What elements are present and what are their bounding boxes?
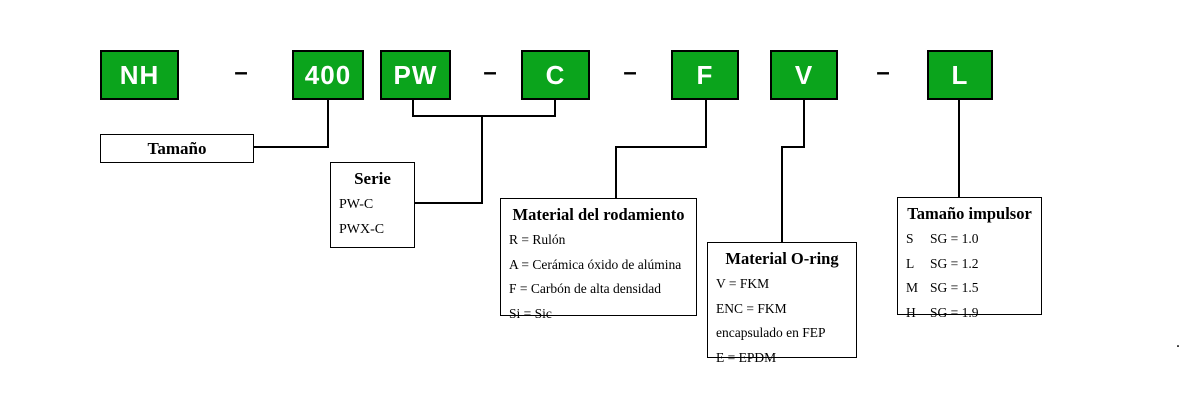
impulsor-item-value: SG = 1.5 xyxy=(930,280,979,295)
impulsor-title: Tamaño impulsor xyxy=(907,204,1032,223)
code-box-400: 400 xyxy=(292,50,364,100)
rodamiento-item: R = Rulón xyxy=(509,232,566,247)
impulsor-items: S SG = 1.0 L SG = 1.2 M SG = 1.5 H SG = 1.9 xyxy=(898,227,1041,325)
code-separator: – xyxy=(623,59,637,86)
connector-serie-horizontal xyxy=(415,202,483,204)
rodamiento-title: Material del rodamiento xyxy=(512,205,685,224)
rodamiento-box: Material del rodamiento R = Rulón A = Ce… xyxy=(500,198,697,321)
rodamiento-item: F = Carbón de alta densidad xyxy=(509,281,661,296)
oring-title: Material O-ring xyxy=(725,249,839,268)
connector-v-horizontal xyxy=(781,146,805,148)
rodamiento-item: Si = Sic xyxy=(509,305,552,321)
impulsor-item-value: SG = 1.2 xyxy=(930,255,979,271)
impulsor-item: S SG = 1.0 xyxy=(906,227,1041,252)
connector-oring-vertical xyxy=(781,146,783,243)
code-box-c: C xyxy=(521,50,590,100)
serie-item: PW-C xyxy=(339,197,374,212)
impulsor-item: L SG = 1.2 xyxy=(906,252,1041,277)
oring-item: ENC = FKM xyxy=(716,300,787,316)
impulsor-item-key: H xyxy=(906,304,916,320)
impulsor-item-key: M xyxy=(906,280,919,295)
connector-v-drop xyxy=(803,100,805,148)
impulsor-item: H SG = 1.9 xyxy=(906,301,1041,326)
serie-title: Serie xyxy=(354,169,391,188)
oring-box: Material O-ring V = FKM ENC = FKM encaps… xyxy=(707,242,857,365)
impulsor-item-value: SG = 1.9 xyxy=(930,304,979,320)
code-separator: – xyxy=(234,59,248,86)
connector-pw-drop xyxy=(412,100,414,117)
tamano-box: Tamaño xyxy=(100,134,254,163)
impulsor-item-key: L xyxy=(906,255,915,271)
serie-item: PWX-C xyxy=(339,222,385,237)
stray-dot: . xyxy=(1176,334,1180,351)
serie-box: Serie PW-C PWX-C xyxy=(330,162,415,248)
oring-item: encapsulado en FEP xyxy=(716,325,826,340)
impulsor-item: M SG = 1.5 xyxy=(906,276,1041,301)
code-separator: – xyxy=(483,59,497,86)
oring-items: V = FKM ENC = FKM encapsulado en FEP E =… xyxy=(708,272,856,370)
oring-item: V = FKM xyxy=(716,276,770,291)
serie-items: PW-C PWX-C xyxy=(331,192,414,242)
impulsor-box: Tamaño impulsor S SG = 1.0 L SG = 1.2 M SG … xyxy=(897,197,1042,320)
connector-f-horizontal xyxy=(615,146,707,148)
rodamiento-items: R = Rulón A = Cerámica óxido de alúmina … xyxy=(501,228,696,326)
connector-pwc-join xyxy=(412,115,556,117)
connector-f-drop xyxy=(705,100,707,148)
oring-item: E = EPDM xyxy=(716,349,777,365)
connector-l-drop xyxy=(958,100,960,198)
impulsor-item-key: S xyxy=(906,231,914,246)
code-box-nh: NH xyxy=(100,50,179,100)
connector-400-tamano-vertical xyxy=(327,100,329,148)
rodamiento-item: A = Cerámica óxido de alúmina xyxy=(509,256,682,272)
tamano-title: Tamaño xyxy=(147,138,207,158)
code-box-f: F xyxy=(671,50,739,100)
connector-c-drop xyxy=(554,100,556,117)
connector-400-tamano-horizontal xyxy=(253,146,329,148)
impulsor-item-value: SG = 1.0 xyxy=(930,231,979,246)
code-separator: – xyxy=(876,59,890,86)
connector-rodamiento-vertical xyxy=(615,146,617,199)
code-box-l: L xyxy=(927,50,993,100)
connector-serie-vertical xyxy=(481,115,483,204)
code-box-pw: PW xyxy=(380,50,451,100)
code-box-v: V xyxy=(770,50,838,100)
